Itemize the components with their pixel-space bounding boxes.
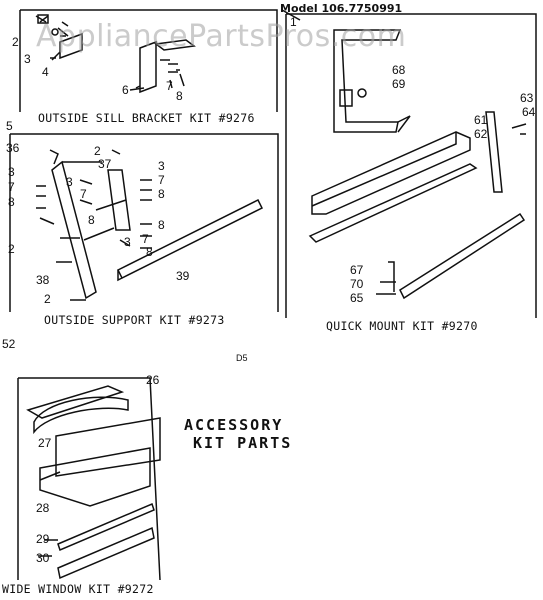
- callout-28: 28: [36, 501, 50, 515]
- callout-65: 65: [350, 291, 364, 305]
- outside-support-parts: [36, 149, 264, 301]
- callout-67: 67: [350, 263, 364, 277]
- quick-mount-kit-title: QUICK MOUNT KIT #9270: [326, 319, 478, 333]
- accessory-heading-line2: KIT PARTS: [193, 434, 293, 452]
- callout-2: 2: [44, 292, 51, 306]
- quick-mount-parts: [308, 29, 527, 300]
- callout-3: 3: [158, 159, 165, 173]
- callout-70: 70: [350, 277, 364, 291]
- callout-3: 3: [8, 165, 15, 179]
- callout-69: 69: [392, 77, 406, 91]
- callout-8: 8: [146, 245, 153, 259]
- callout-8: 8: [158, 187, 165, 201]
- callout-3: 3: [124, 235, 131, 249]
- callout-8: 8: [8, 195, 15, 209]
- outside-support-frame: [9, 133, 279, 312]
- callout-29: 29: [36, 532, 50, 546]
- callout-2: 2: [8, 242, 15, 256]
- callout-8: 8: [158, 218, 165, 232]
- callout-3: 3: [24, 52, 31, 66]
- callout-38: 38: [36, 273, 50, 287]
- callout-6: 6: [122, 83, 129, 97]
- wide-window-parts: [26, 385, 161, 580]
- sill-bracket-frame: [19, 9, 278, 112]
- callout-5: 5: [6, 119, 13, 133]
- callout-7: 7: [166, 79, 173, 93]
- callout-27: 27: [38, 436, 52, 450]
- callout-2: 2: [94, 144, 101, 158]
- wide-window-frame: [17, 377, 161, 581]
- callout-68: 68: [392, 63, 406, 77]
- callout-39: 39: [176, 269, 190, 283]
- callout-36: 36: [6, 141, 20, 155]
- sill-bracket-kit-title: OUTSIDE SILL BRACKET KIT #9276: [38, 111, 255, 125]
- callout-52: 52: [2, 337, 16, 351]
- callout-7: 7: [142, 232, 149, 246]
- callout-61: 61: [474, 113, 488, 127]
- callout-8: 8: [176, 89, 183, 103]
- callout-30: 30: [36, 551, 50, 565]
- wide-window-kit-title: WIDE WINDOW KIT #9272: [2, 582, 154, 596]
- callout-3: 3: [66, 175, 73, 189]
- callout-26: 26: [146, 373, 160, 387]
- callout-7: 7: [8, 180, 15, 194]
- callout-2: 2: [12, 35, 19, 49]
- callout-64: 64: [522, 105, 536, 119]
- model-number: Model 106.7750991: [280, 2, 403, 15]
- callout-4: 4: [42, 65, 49, 79]
- callout-7: 7: [80, 187, 87, 201]
- callout-7: 7: [158, 173, 165, 187]
- watermark: AppliancePartsPros.com: [36, 19, 407, 54]
- outside-support-kit-title: OUTSIDE SUPPORT KIT #9273: [44, 313, 225, 327]
- callout-1: 1: [290, 15, 297, 29]
- callout-62: 62: [474, 127, 488, 141]
- callout-63: 63: [520, 91, 534, 105]
- callout-8: 8: [88, 213, 95, 227]
- callout-37: 37: [98, 157, 112, 171]
- page-code: D5: [236, 353, 248, 363]
- accessory-heading-line1: ACCESSORY: [184, 416, 284, 434]
- quick-mount-frame: [285, 13, 537, 318]
